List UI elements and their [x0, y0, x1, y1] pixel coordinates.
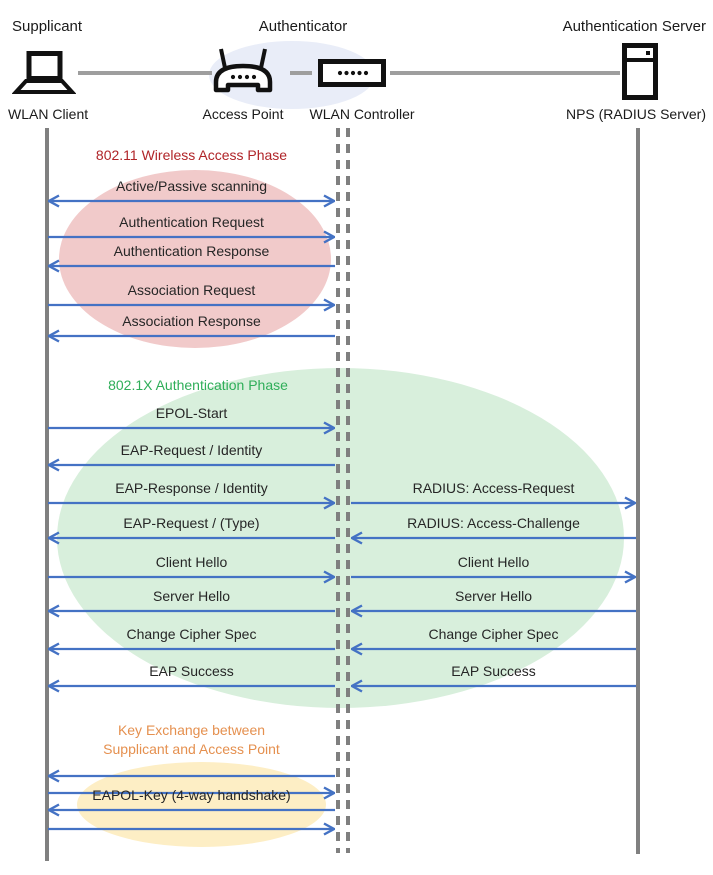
- message-arrow: [46, 767, 335, 785]
- message-arrow: [351, 494, 638, 512]
- wlan-controller-icon: [318, 59, 386, 87]
- phase-title-key-exchange: Key Exchange between Supplicant and Acce…: [103, 722, 280, 757]
- message-label: Active/Passive scanning: [116, 178, 267, 194]
- message-arrow: [46, 529, 335, 547]
- message-label: Association Response: [122, 313, 261, 329]
- message-label: Change Cipher Spec: [126, 626, 257, 642]
- laptop-icon: [12, 51, 76, 94]
- message-arrow: [48, 494, 337, 512]
- device-label-wlan-controller: WLAN Controller: [309, 106, 415, 122]
- message-arrow: [48, 228, 337, 246]
- message-arrow: [46, 602, 335, 620]
- lifeline-wlan-client: [45, 128, 49, 861]
- message-arrow: [48, 568, 337, 586]
- message-arrow: [349, 529, 636, 547]
- connector-line-controller-server: [390, 71, 620, 75]
- message-label: Authentication Response: [113, 243, 270, 259]
- connector-line-client-ap: [78, 71, 212, 75]
- message-label: EAP Success: [451, 663, 536, 679]
- message-arrow: [48, 784, 337, 802]
- lifeline-wlan-controller-dash-2: [346, 128, 350, 853]
- message-label: Authentication Request: [119, 214, 264, 230]
- message-arrow: [46, 677, 335, 695]
- message-arrow: [46, 257, 335, 275]
- message-label: EAPOL-Key (4-way handshake): [92, 787, 291, 803]
- lifeline-nps-server: [636, 128, 640, 854]
- role-label-authentication-server: Authentication Server: [562, 18, 706, 35]
- message-label: Client Hello: [457, 554, 530, 570]
- role-label-authenticator: Authenticator: [258, 18, 348, 35]
- message-arrow: [46, 640, 335, 658]
- lifeline-wlan-controller-dash-1: [336, 128, 340, 853]
- message-arrow: [48, 296, 337, 314]
- message-label: Server Hello: [152, 588, 231, 604]
- message-arrow: [48, 419, 337, 437]
- message-arrow: [351, 568, 638, 586]
- message-label: EAP-Request / (Type): [123, 515, 260, 531]
- device-label-access-point: Access Point: [202, 106, 284, 122]
- message-label: EAP-Response / Identity: [115, 480, 268, 496]
- device-label-nps-radius-server: NPS (RADIUS Server): [565, 106, 706, 122]
- connector-line-ap-controller: [290, 71, 312, 75]
- message-label: Association Request: [127, 282, 256, 298]
- message-arrow: [46, 192, 337, 210]
- message-arrow: [46, 801, 335, 819]
- server-icon: [622, 43, 658, 100]
- device-label-wlan-client: WLAN Client: [8, 106, 89, 122]
- wireless-router-icon: [213, 48, 273, 93]
- message-arrow: [349, 677, 636, 695]
- message-arrow: [46, 327, 335, 345]
- phase-title-8021x: 802.1X Authentication Phase: [108, 377, 288, 393]
- message-label: Server Hello: [454, 588, 533, 604]
- message-label: EPOL-Start: [155, 405, 228, 421]
- message-label: RADIUS: Access-Request: [412, 480, 575, 496]
- message-label: Change Cipher Spec: [428, 626, 559, 642]
- phase-title-80211: 802.11 Wireless Access Phase: [95, 147, 288, 163]
- message-label: EAP Success: [149, 663, 234, 679]
- message-arrow: [349, 602, 636, 620]
- message-arrow: [349, 640, 636, 658]
- message-label: Client Hello: [155, 554, 228, 570]
- role-label-supplicant: Supplicant: [12, 18, 83, 35]
- message-label: EAP-Request / Identity: [120, 442, 263, 458]
- message-arrow: [46, 456, 335, 474]
- message-label: RADIUS: Access-Challenge: [407, 515, 580, 531]
- message-arrow: [48, 820, 337, 838]
